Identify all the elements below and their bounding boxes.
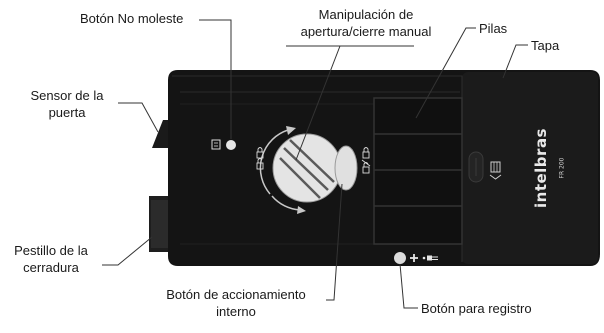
knob-grip-line — [279, 157, 321, 199]
registration-symbols-icon — [410, 254, 438, 262]
leader-line-manual-handle-pointer — [295, 45, 341, 161]
lock-unlock-icon — [361, 147, 371, 174]
knob-grip-line — [289, 139, 335, 183]
lock-unlock-icon — [256, 147, 264, 170]
internal-drive-button-rim — [334, 145, 358, 191]
leader-line-door-sensor — [118, 102, 159, 133]
label-manual-handle-line-2: apertura/cierre manual — [300, 24, 432, 39]
leader-line-batteries — [415, 27, 476, 119]
do-not-disturb-button[interactable] — [226, 140, 236, 150]
registration-button[interactable] — [394, 252, 406, 264]
label-lock-latch: Pestillo de la cerradura — [0, 242, 102, 276]
battery-cover — [462, 72, 598, 264]
knob-arrow-head — [286, 126, 296, 135]
leader-line-latch — [102, 236, 153, 266]
do-not-disturb-icon — [211, 139, 221, 150]
leader-lines — [102, 19, 528, 309]
label-do-not-disturb: Botón No moleste — [80, 11, 184, 26]
model-label: FR 200 — [558, 157, 566, 179]
internal-drive-button[interactable] — [335, 146, 357, 190]
label-internal-drive-line-2: interno — [216, 304, 256, 319]
battery-cover-icon — [489, 161, 502, 180]
label-lock-latch-line-1: Pestillo de la — [14, 243, 88, 258]
leader-line-do-not-disturb — [199, 19, 232, 139]
label-internal-drive: Botón de accionamiento interno — [146, 286, 326, 320]
label-door-sensor-line-1: Sensor de la — [30, 88, 104, 103]
lock-latch-face — [151, 200, 171, 248]
label-manual-handle: Manipulación de apertura/cierre manual — [296, 6, 436, 40]
label-door-sensor-line-2: puerta — [48, 105, 86, 120]
label-internal-drive-line-1: Botón de accionamiento — [166, 287, 306, 302]
leader-line-internal-drive — [326, 183, 343, 301]
leader-line-registration — [399, 263, 418, 309]
battery-compartment — [373, 97, 463, 245]
leader-line-cover — [502, 44, 528, 79]
knob-arrow-head — [297, 206, 306, 214]
label-manual-handle-line-1: Manipulación de — [318, 7, 414, 22]
label-registration: Botón para registro — [421, 301, 532, 316]
brand-logo: intelbras — [532, 128, 550, 208]
label-batteries: Pilas — [479, 21, 508, 36]
label-door-sensor: Sensor de la puerta — [16, 87, 118, 121]
label-cover: Tapa — [531, 38, 560, 53]
knob-grip-line — [283, 147, 329, 191]
label-lock-latch-line-2: cerradura — [23, 260, 79, 275]
knob-arrow-arc — [259, 129, 289, 195]
